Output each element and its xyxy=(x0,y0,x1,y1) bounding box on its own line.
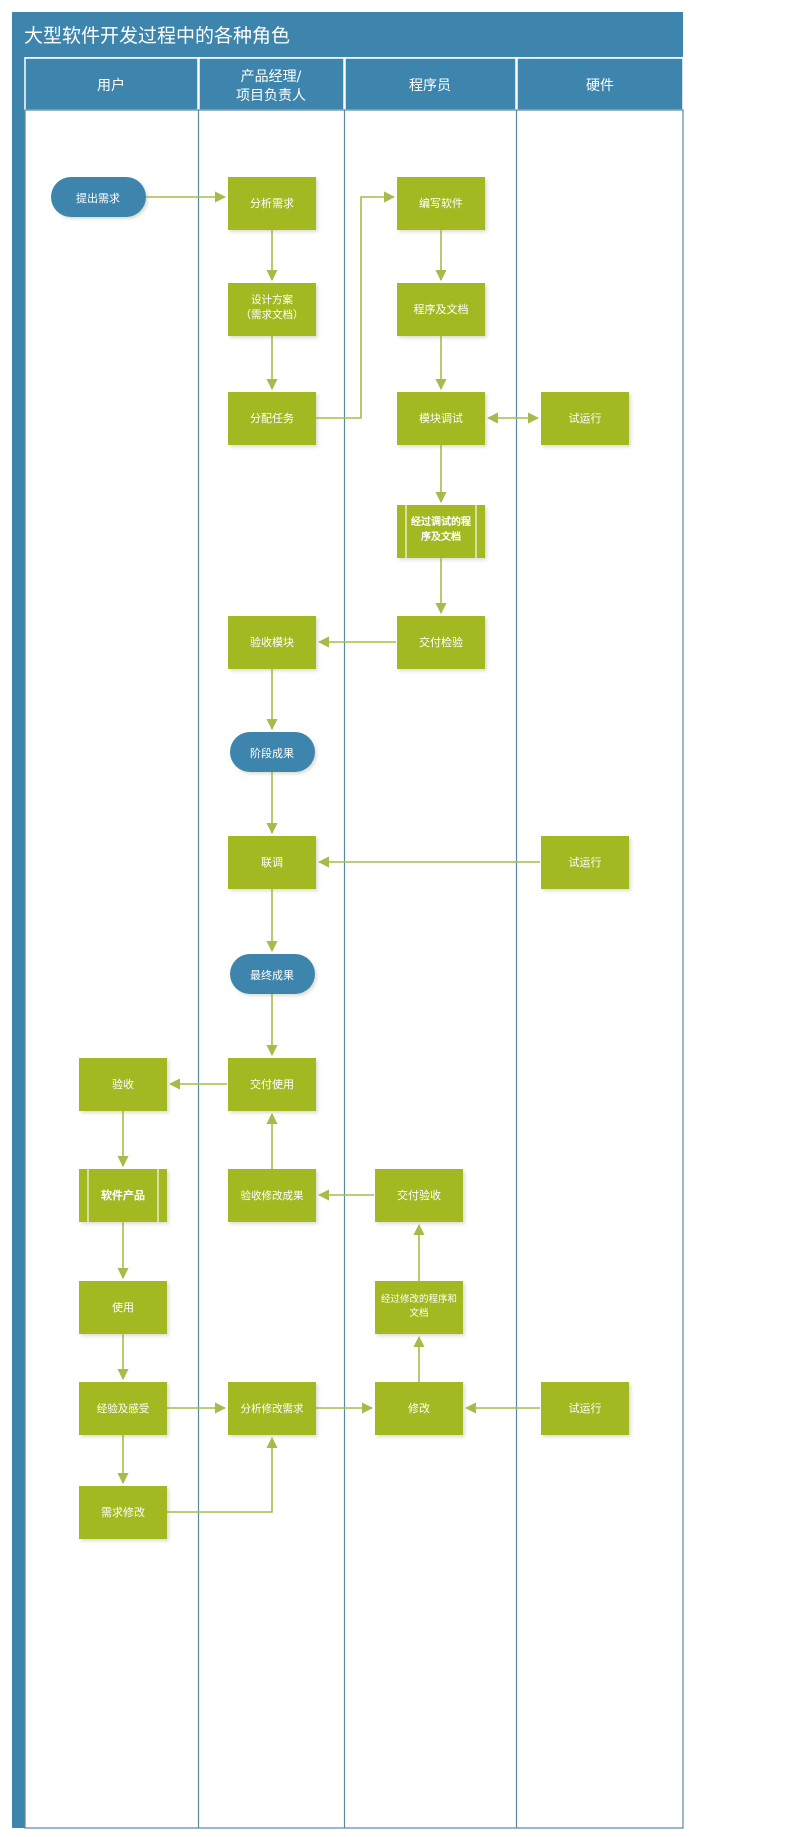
page-title: 大型软件开发过程中的各种角色 xyxy=(24,25,290,47)
node-shiyong[interactable]: 使用 xyxy=(79,1281,167,1334)
node-label: 阶段成果 xyxy=(250,746,294,760)
node-jingyan-ji-ganshou[interactable]: 经验及感受 xyxy=(79,1382,167,1435)
node-label: 使用 xyxy=(112,1301,134,1314)
node-label-line1: 设计方案 xyxy=(251,293,293,306)
node-sheji-fangan[interactable]: 设计方案 （需求文档） xyxy=(228,283,316,336)
node-label: 交付检验 xyxy=(419,635,463,649)
node-label-line2: 文档 xyxy=(409,1307,428,1319)
lane-header-pm-line1: 产品经理/ xyxy=(241,69,302,85)
lane-header-hw: 硬件 xyxy=(586,78,614,94)
node-label: 分配任务 xyxy=(250,412,294,425)
node-label: 验收修改成果 xyxy=(241,1189,304,1202)
node-xiugai[interactable]: 修改 xyxy=(375,1382,463,1435)
node-label: 经验及感受 xyxy=(97,1402,150,1415)
node-fenxi-xiugai-xuqiu[interactable]: 分析修改需求 xyxy=(228,1382,316,1435)
node-yanshou[interactable]: 验收 xyxy=(79,1058,167,1111)
node-label: 最终成果 xyxy=(250,968,294,982)
node-jingguo-xiugai-chengxu-wendang[interactable]: 经过修改的程序和 文档 xyxy=(375,1281,463,1334)
node-shiyunxing-2[interactable]: 试运行 xyxy=(541,836,629,889)
node-bianxie-ruanjian[interactable]: 编写软件 xyxy=(397,177,485,230)
node-label: 编写软件 xyxy=(419,196,463,210)
node-label-line2: （需求文档） xyxy=(241,308,304,321)
node-label: 分析需求 xyxy=(250,196,294,210)
node-chengxu-ji-wendang[interactable]: 程序及文档 xyxy=(397,283,485,336)
node-jingguo-tiaoshi-wendang[interactable]: 经过调试的程 序及文档 xyxy=(397,505,485,558)
node-jiaofu-yanshou[interactable]: 交付验收 xyxy=(375,1169,463,1222)
node-mokuai-tiaoshi[interactable]: 模块调试 xyxy=(397,392,485,445)
node-zuizhong-chengguo[interactable]: 最终成果 xyxy=(230,954,315,994)
node-xuqiu-xiugai[interactable]: 需求修改 xyxy=(79,1486,167,1539)
node-label: 联调 xyxy=(261,856,283,869)
title-band: 大型软件开发过程中的各种角色 xyxy=(12,12,683,57)
node-label: 交付验收 xyxy=(397,1188,441,1202)
node-jiaofu-jianyan[interactable]: 交付检验 xyxy=(397,616,485,669)
node-yanshou-mokuai[interactable]: 验收模块 xyxy=(228,616,316,669)
edge-n6-n3 xyxy=(316,191,396,419)
lane-header-row: 用户 产品经理/ 项目负责人 程序员 硬件 xyxy=(24,57,684,111)
node-label: 试运行 xyxy=(569,412,602,425)
node-label-line1: 经过修改的程序和 xyxy=(381,1293,457,1305)
node-shiyunxing-1[interactable]: 试运行 xyxy=(541,392,629,445)
node-ruanjian-chanpin[interactable]: 软件产品 xyxy=(79,1169,167,1222)
node-label: 模块调试 xyxy=(419,412,463,425)
node-yanshou-xiugai-chengguo[interactable]: 验收修改成果 xyxy=(228,1169,316,1222)
node-label: 程序及文档 xyxy=(414,302,469,316)
node-label: 试运行 xyxy=(569,1402,602,1415)
node-jieduan-chengguo[interactable]: 阶段成果 xyxy=(230,732,315,772)
node-liantiao[interactable]: 联调 xyxy=(228,836,316,889)
node-label: 软件产品 xyxy=(101,1188,145,1202)
node-fenpei-renwu[interactable]: 分配任务 xyxy=(228,392,316,445)
node-label: 提出需求 xyxy=(76,191,120,205)
connectors xyxy=(117,191,540,1513)
node-label-line2: 序及文档 xyxy=(421,530,461,543)
node-label: 交付使用 xyxy=(250,1077,294,1091)
left-accent-band xyxy=(12,57,25,1828)
node-label: 需求修改 xyxy=(101,1505,145,1519)
lane-header-dev: 程序员 xyxy=(409,78,451,94)
edge-n27-n24 xyxy=(167,1436,278,1513)
node-jiaofu-shiyong[interactable]: 交付使用 xyxy=(228,1058,316,1111)
node-label: 验收 xyxy=(112,1077,134,1091)
node-tichu-xuqiu[interactable]: 提出需求 xyxy=(51,177,146,217)
lane-header-user: 用户 xyxy=(97,77,125,94)
node-label-line1: 经过调试的程 xyxy=(411,515,471,528)
lane-dividers xyxy=(24,109,684,1829)
node-fenxi-xuqiu[interactable]: 分析需求 xyxy=(228,177,316,230)
node-label: 验收模块 xyxy=(250,635,294,649)
lane-header-pm-line2: 项目负责人 xyxy=(236,88,306,104)
node-label: 修改 xyxy=(408,1401,430,1415)
node-shiyunxing-3[interactable]: 试运行 xyxy=(541,1382,629,1435)
node-label: 试运行 xyxy=(569,856,602,869)
node-label: 分析修改需求 xyxy=(241,1402,304,1415)
